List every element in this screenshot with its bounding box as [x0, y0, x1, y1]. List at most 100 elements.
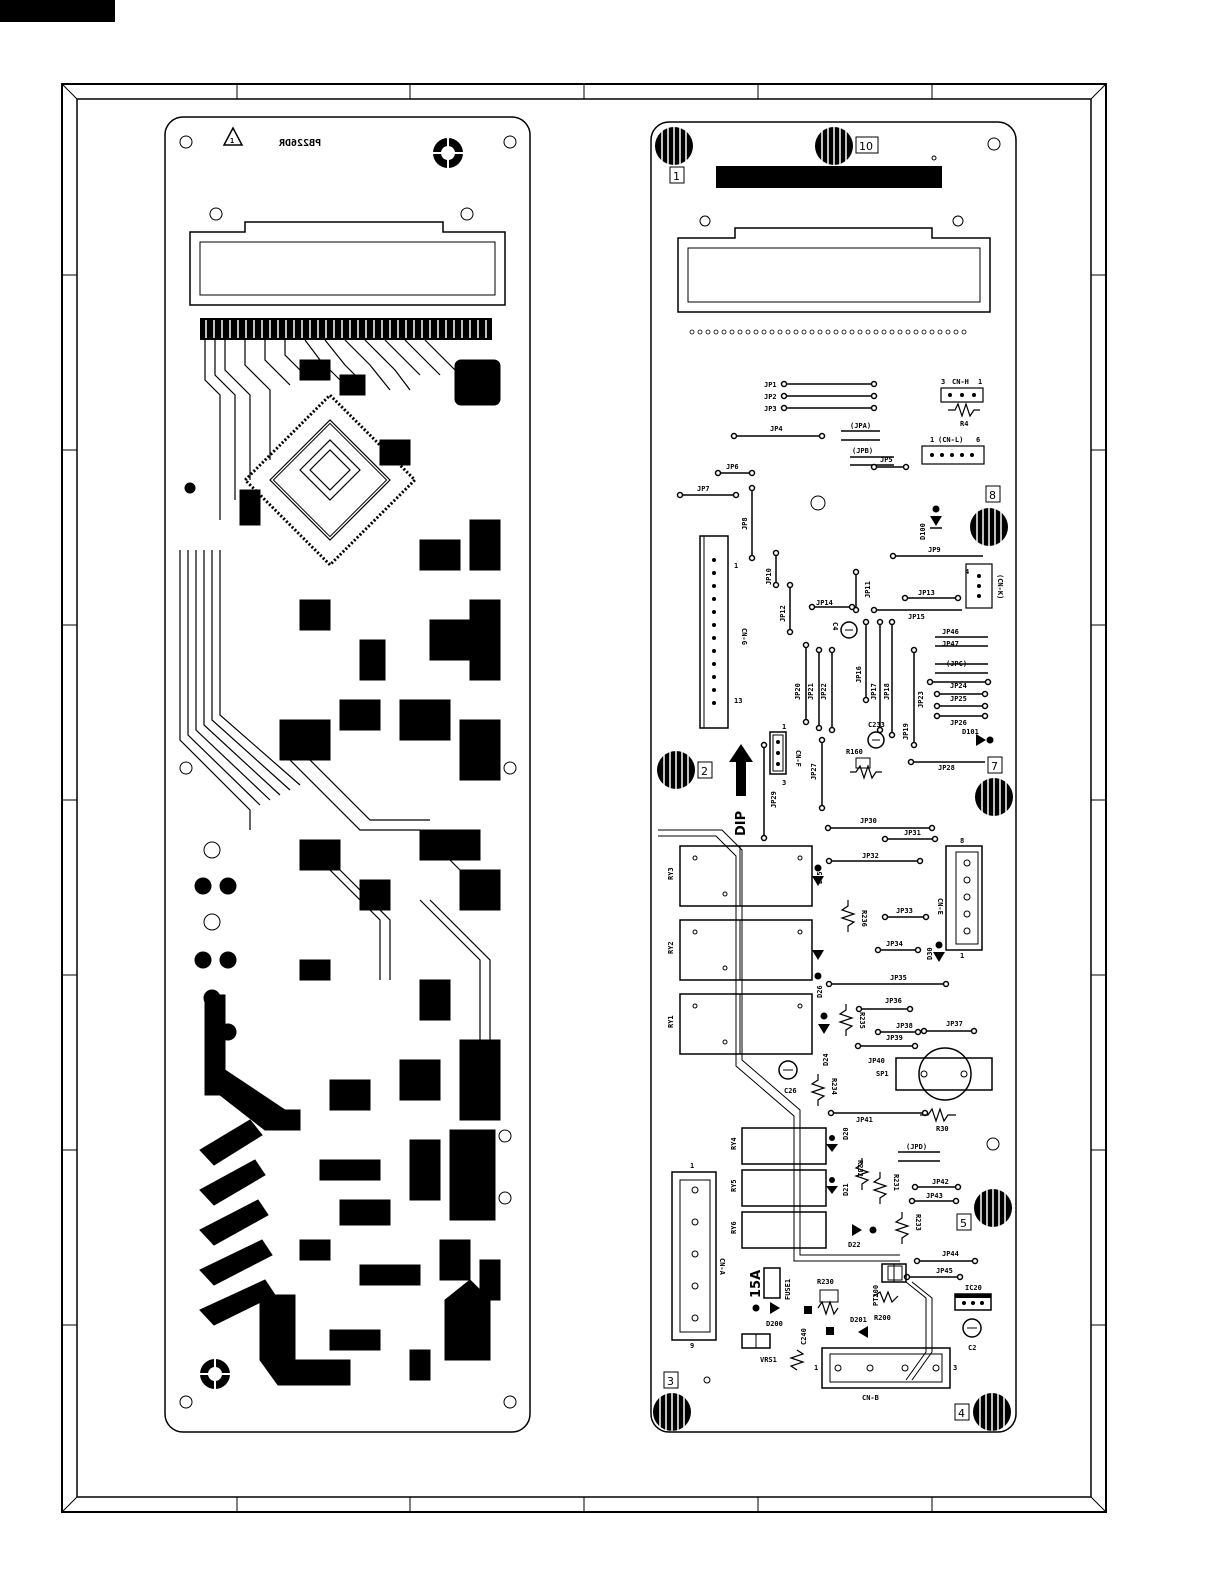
ic-ic20: IC20: [954, 1284, 992, 1311]
mounting-hole-icon: [430, 135, 466, 171]
resistor-r235: R235: [838, 1004, 866, 1036]
svg-text:C4: C4: [831, 622, 839, 630]
relay-ry6: RY6: [730, 1211, 827, 1249]
svg-text:JP12: JP12: [779, 605, 787, 622]
svg-text:JP24: JP24: [950, 682, 967, 690]
svg-text:RY5: RY5: [730, 1179, 738, 1192]
diode-d30: D30: [926, 941, 945, 962]
svg-text:D200: D200: [766, 1320, 783, 1328]
svg-text:CN-E: CN-E: [936, 898, 944, 915]
svg-text:1: 1: [978, 378, 982, 386]
svg-text:R234: R234: [830, 1078, 838, 1095]
svg-text:D21: D21: [842, 1183, 850, 1196]
corner-number-2: 2: [697, 761, 713, 779]
copper-traces: [179, 339, 501, 1386]
svg-text:JP44: JP44: [942, 1250, 959, 1258]
diode-d100: D100: [919, 505, 942, 540]
svg-text:JP17: JP17: [870, 683, 878, 700]
svg-text:JP37: JP37: [946, 1020, 963, 1028]
svg-text:JP7: JP7: [697, 485, 710, 493]
connector-cn-h: CN-H 3 1: [940, 378, 984, 403]
svg-text:D201: D201: [850, 1316, 867, 1324]
svg-text:JP45: JP45: [936, 1267, 953, 1275]
svg-text:R200: R200: [874, 1314, 891, 1322]
svg-text:D20: D20: [842, 1127, 850, 1140]
svg-text:R4: R4: [960, 420, 968, 428]
label-bar: [716, 166, 942, 188]
svg-text:1: 1: [814, 1364, 818, 1372]
svg-text:2: 2: [701, 765, 708, 778]
svg-text:RY1: RY1: [667, 1015, 675, 1028]
varistor-vrs1: VRS1: [741, 1333, 805, 1371]
svg-text:JP20: JP20: [794, 683, 802, 700]
resistor-r233: R233: [894, 1212, 922, 1244]
svg-text:(JPC): (JPC): [946, 660, 967, 668]
display-pin-header: [200, 318, 492, 340]
svg-text:1: 1: [673, 170, 680, 183]
relay-ry4: RY4: [730, 1127, 827, 1165]
svg-text:CN-H: CN-H: [952, 378, 969, 386]
svg-text:JP18: JP18: [883, 683, 891, 700]
svg-text:1: 1: [734, 562, 738, 570]
diode-d25: D25: [812, 864, 824, 886]
diode-d22: D22: [848, 1224, 877, 1249]
board-code-label: PB226DR: [278, 138, 321, 149]
svg-text:R230: R230: [817, 1278, 834, 1286]
svg-text:1: 1: [230, 137, 234, 145]
svg-text:JP40: JP40: [868, 1057, 885, 1065]
svg-text:JP6: JP6: [726, 463, 739, 471]
svg-text:JP38: JP38: [896, 1022, 913, 1030]
display-pin-row: [689, 329, 967, 335]
svg-text:CN-G: CN-G: [740, 628, 748, 645]
svg-text:(JPA): (JPA): [850, 422, 871, 430]
svg-text:SP1: SP1: [876, 1070, 889, 1078]
svg-text:(CN-L): (CN-L): [938, 436, 963, 444]
resistor-r160: R160: [846, 748, 882, 780]
corner-number-10: 10: [855, 136, 879, 154]
svg-text:RY2: RY2: [667, 941, 675, 954]
capacitor-c233: C233: [867, 721, 885, 749]
svg-text:6: 6: [976, 436, 980, 444]
left-board-outline: [164, 116, 531, 1433]
corner-number-8: 8: [985, 485, 1001, 503]
connector-cn-g: CN-G 1 13: [699, 535, 748, 729]
connector-cn-b: CN-B 1 3: [814, 1347, 957, 1402]
svg-text:RY6: RY6: [730, 1221, 738, 1234]
svg-text:JP36: JP36: [885, 997, 902, 1005]
capacitor-c2: C2: [962, 1318, 982, 1352]
resistor-r231: R231: [872, 1172, 900, 1204]
right-board: 1 10 2 7 8 3 4 5: [650, 121, 1017, 1433]
svg-text:VRS1: VRS1: [760, 1356, 777, 1364]
corner-number-1: 1: [669, 166, 685, 184]
svg-text:RY4: RY4: [730, 1137, 738, 1150]
svg-text:JP10: JP10: [765, 568, 773, 585]
resistor-r234: R234: [810, 1074, 838, 1106]
svg-text:JP32: JP32: [862, 852, 879, 860]
dip-arrow-icon: DIP: [729, 744, 753, 836]
svg-text:R232: R232: [856, 1160, 864, 1177]
resistor-r232: R232: [854, 1158, 870, 1190]
svg-text:JP34: JP34: [886, 940, 903, 948]
svg-text:3: 3: [667, 1375, 674, 1388]
svg-text:R160: R160: [846, 748, 863, 756]
svg-text:JP5: JP5: [880, 456, 893, 464]
svg-text:JP14: JP14: [816, 599, 833, 607]
svg-text:R235: R235: [858, 1012, 866, 1029]
diode-d24: D24: [818, 1012, 830, 1066]
svg-text:R236: R236: [860, 910, 868, 927]
svg-text:C240: C240: [800, 1328, 808, 1345]
svg-text:3: 3: [953, 1364, 957, 1372]
svg-text:CN-A: CN-A: [718, 1258, 726, 1276]
resistor-r4: R4: [948, 402, 980, 428]
svg-text:D25: D25: [816, 871, 824, 884]
svg-text:C26: C26: [784, 1087, 797, 1095]
svg-text:3: 3: [941, 378, 945, 386]
svg-text:JP16: JP16: [855, 666, 863, 683]
transformer-pt200: PT200: [872, 1263, 907, 1306]
speaker-sp1: SP1: [876, 1047, 993, 1101]
svg-text:D101: D101: [962, 728, 979, 736]
svg-text:JP19: JP19: [902, 723, 910, 740]
svg-text:1: 1: [690, 1162, 694, 1170]
